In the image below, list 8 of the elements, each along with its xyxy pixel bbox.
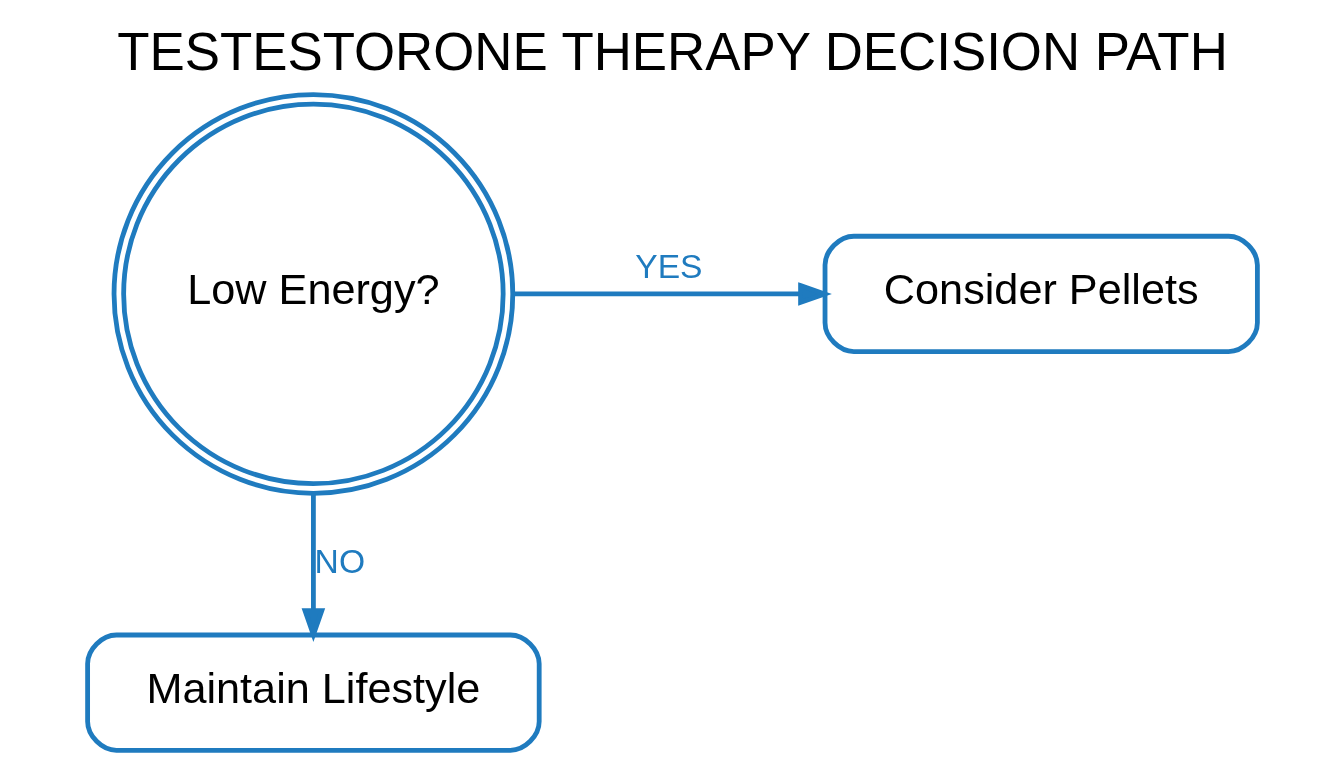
arrow <box>301 493 325 642</box>
node-box: Maintain Lifestyle <box>84 632 542 753</box>
edge-label: YES <box>634 247 703 285</box>
arrow <box>512 282 832 306</box>
diagram-title: TESTESTORONE THERAPY DECISION PATH <box>116 21 1228 81</box>
node-box: Consider Pellets <box>822 233 1260 354</box>
node-circle: Low Energy? <box>111 92 515 496</box>
edge-label: NO <box>314 543 365 581</box>
